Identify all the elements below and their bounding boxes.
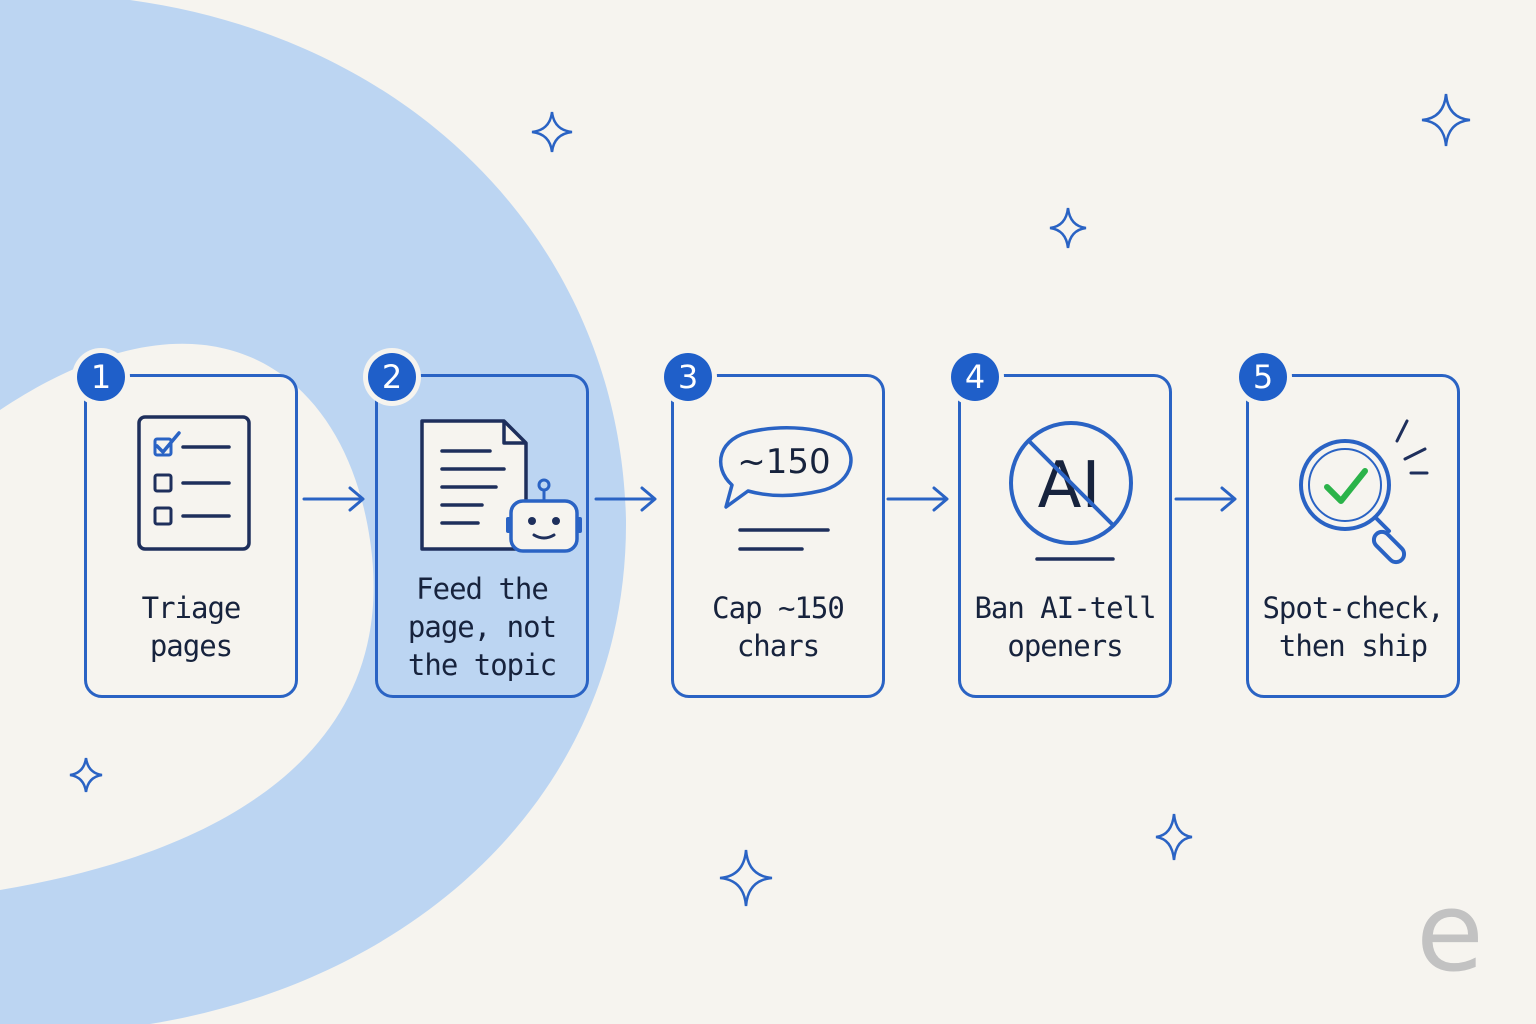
arrow-right-icon (1174, 486, 1237, 512)
arrow-right-icon (302, 486, 365, 512)
robot-icon (506, 478, 582, 553)
document-robot-icon (420, 419, 582, 553)
step-card-2: 2 Feed the page, not the topic (368, 353, 589, 698)
step-card-1: 1 Triage pages (77, 353, 298, 698)
step-label: Feed the page, not the topic (407, 572, 557, 682)
step-label: Spot-check, then ship (1262, 591, 1444, 663)
sparkle-icon (1421, 93, 1471, 147)
logo-text: e (1416, 878, 1484, 988)
magnifier-check-icon (1299, 419, 1429, 565)
step-number-badge: 4 (951, 353, 999, 401)
bubble-text: ~150 (737, 442, 830, 482)
step-label: Triage pages (141, 591, 242, 663)
step-number-badge: 3 (664, 353, 712, 401)
arrow-right-icon (886, 486, 949, 512)
no-ai-icon: AI (1009, 421, 1133, 561)
step-card-4: 4 AI Ban AI-tell openers (951, 353, 1172, 698)
swoosh-shape (0, 0, 627, 1024)
step-label: Ban AI-tell openers (974, 591, 1156, 663)
speech-bubble-icon: ~150 (718, 426, 853, 551)
step-card-5: 5 Spot-check, then ship (1239, 353, 1460, 698)
step-number-badge: 2 (368, 353, 416, 401)
sparkle-icon (531, 111, 573, 153)
sparkle-icon (1155, 813, 1193, 861)
step-number-badge: 5 (1239, 353, 1287, 401)
checklist-icon (137, 415, 251, 551)
step-number-badge: 1 (77, 353, 125, 401)
sparkle-icon (69, 757, 103, 793)
arrow-right-icon (594, 486, 657, 512)
step-label: Cap ~150 chars (712, 591, 845, 663)
logo-icon: e (1416, 878, 1484, 988)
sparkle-icon (719, 849, 773, 907)
sparkle-icon (1049, 207, 1087, 249)
step-card-3: 3 ~150 Cap ~150 chars (664, 353, 885, 698)
